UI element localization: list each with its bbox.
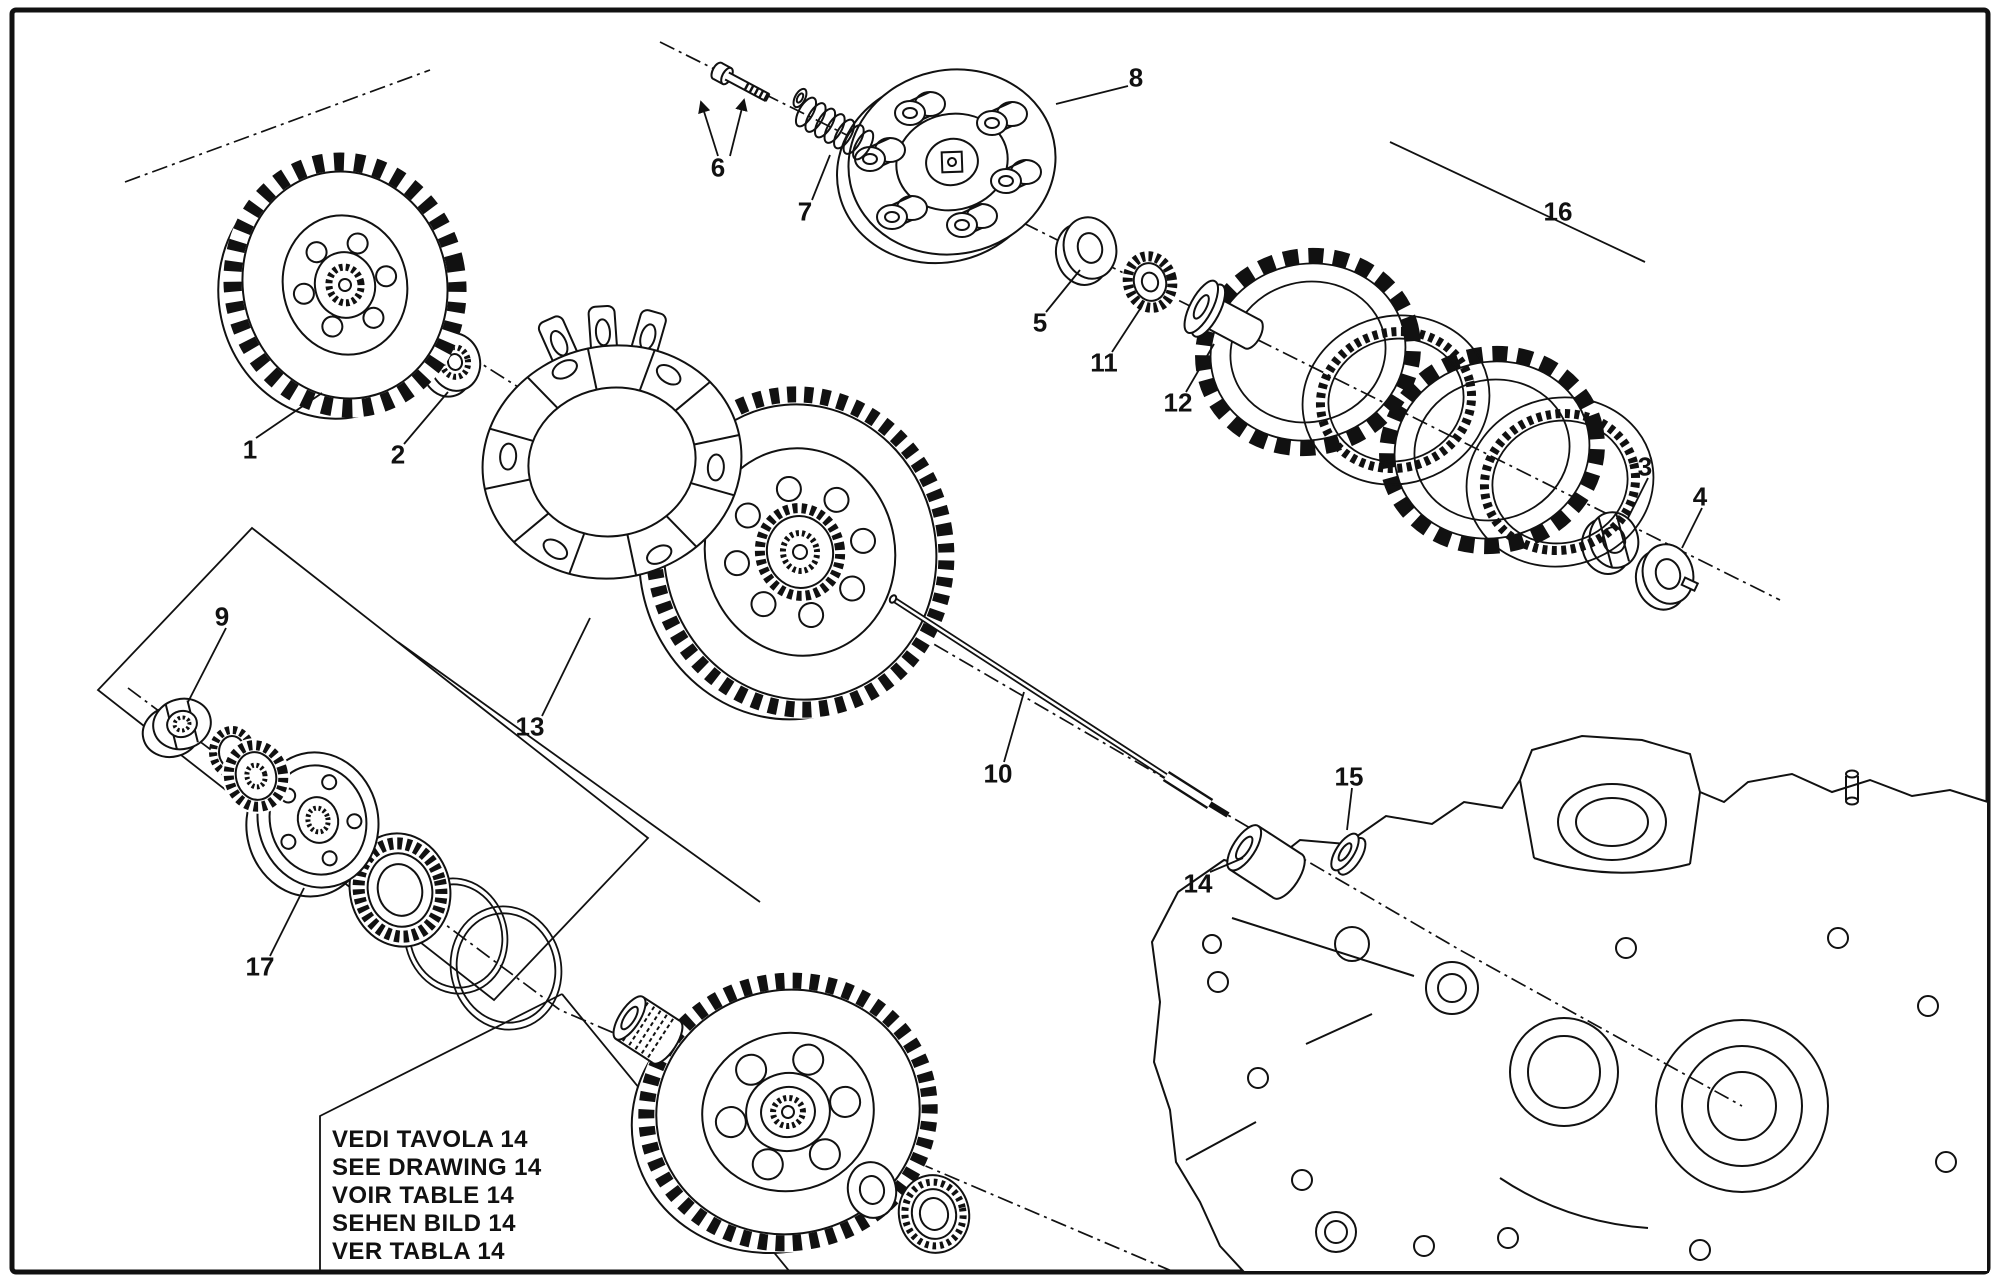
part-label-12: 12 [1163, 387, 1193, 418]
friction-plate [1379, 345, 1605, 555]
part-label-17: 17 [245, 951, 275, 982]
part-label-8: 8 [1128, 62, 1144, 93]
part-label-13: 13 [515, 711, 545, 742]
part-8-pressure-plate [836, 68, 1057, 265]
part-5-washer [1054, 216, 1118, 286]
part-6-bolt [710, 61, 771, 103]
part-17-gear-assembly [209, 726, 563, 1031]
cross-reference-note: VEDI TAVOLA 14 SEE DRAWING 14 VOIR TABLE… [332, 1126, 542, 1266]
note-line-it: VEDI TAVOLA 14 [332, 1126, 528, 1153]
note-line-fr: VOIR TABLE 14 [332, 1182, 515, 1209]
roller-cage [612, 995, 684, 1065]
part-label-1: 1 [242, 434, 258, 465]
part-label-10: 10 [983, 758, 1013, 789]
part-label-3: 3 [1637, 451, 1653, 482]
part-label-7: 7 [797, 196, 813, 227]
note-line-es: VER TABLA 14 [332, 1238, 505, 1265]
part-label-4: 4 [1692, 481, 1708, 512]
crankcase [1150, 734, 1989, 1273]
one-way-bearing [348, 832, 452, 948]
diagram-border [9, 7, 1991, 1275]
part-label-9: 9 [214, 601, 230, 632]
part-12-sleeve [1183, 279, 1264, 350]
note-line-en: SEE DRAWING 14 [332, 1154, 542, 1181]
part-6-washer [792, 87, 808, 109]
part-11-toothed-washer [1121, 250, 1179, 314]
part-label-11: 11 [1090, 347, 1118, 378]
spring-posts [854, 91, 1042, 238]
part-label-2: 2 [390, 439, 406, 470]
part-4-lock-washer [1634, 543, 1700, 611]
leader-lines [187, 85, 1703, 957]
plate-set-bracket [1389, 141, 1646, 263]
part-label-15: 15 [1334, 761, 1364, 792]
part-14-spacer [1226, 824, 1306, 900]
part-1-primary-driven-gear [217, 152, 467, 420]
part-15-washer [1330, 832, 1367, 876]
part-label-14: 14 [1183, 868, 1213, 899]
part-13-clutch-housing [481, 304, 956, 721]
part-label-16: 16 [1543, 196, 1573, 227]
part-10-push-rod [888, 594, 1230, 818]
thrust-washer [846, 1161, 898, 1219]
part-9-flange-nut [141, 697, 212, 759]
friction-plate [1195, 247, 1421, 457]
part-3-clutch-nut [1581, 511, 1640, 575]
idler-gear [221, 738, 291, 814]
note-line-de: SEHEN BILD 14 [332, 1210, 516, 1237]
snap-ring-outer [449, 905, 563, 1031]
ball-bearing [897, 1174, 971, 1254]
clutch-drum [481, 304, 743, 580]
part-label-5: 5 [1032, 307, 1048, 338]
part-label-6: 6 [710, 152, 726, 183]
part-7-spring [794, 96, 875, 161]
